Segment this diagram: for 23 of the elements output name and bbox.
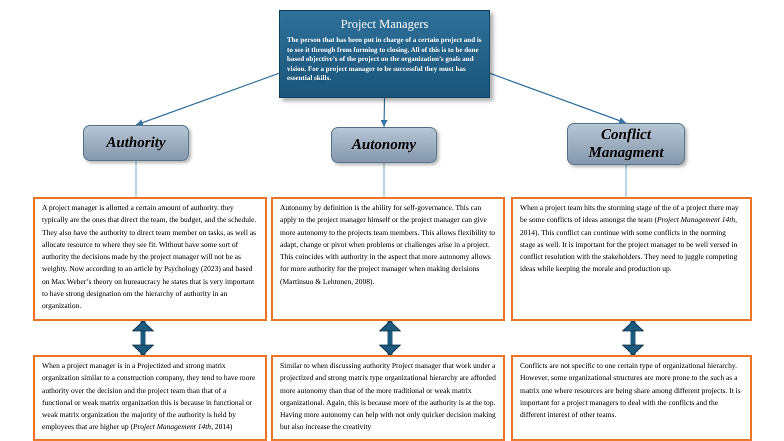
connector-line: [135, 161, 137, 197]
title-text: Project Managers: [340, 16, 428, 32]
text-card: [511, 197, 752, 321]
double-arrow: [379, 320, 401, 356]
arrow: [490, 72, 626, 124]
topic-box: [83, 125, 189, 161]
double-arrow: [132, 320, 154, 356]
text-card: [33, 355, 267, 441]
text-card: [33, 197, 267, 321]
topic-title: Authority: [106, 134, 166, 152]
arrow: [136, 72, 280, 126]
connector-line: [383, 163, 385, 197]
text-card: [271, 355, 505, 441]
double-arrow: [622, 320, 644, 356]
title-box: [279, 10, 490, 98]
topic-box: [331, 127, 437, 163]
text-card: [511, 355, 752, 441]
topic-box: [567, 123, 685, 165]
topic-title: Autonomy: [352, 136, 416, 154]
topic-title: Conflict Managment: [587, 126, 665, 162]
arrow: [380, 98, 388, 128]
connector-line: [625, 165, 627, 197]
text-card: [271, 197, 505, 321]
